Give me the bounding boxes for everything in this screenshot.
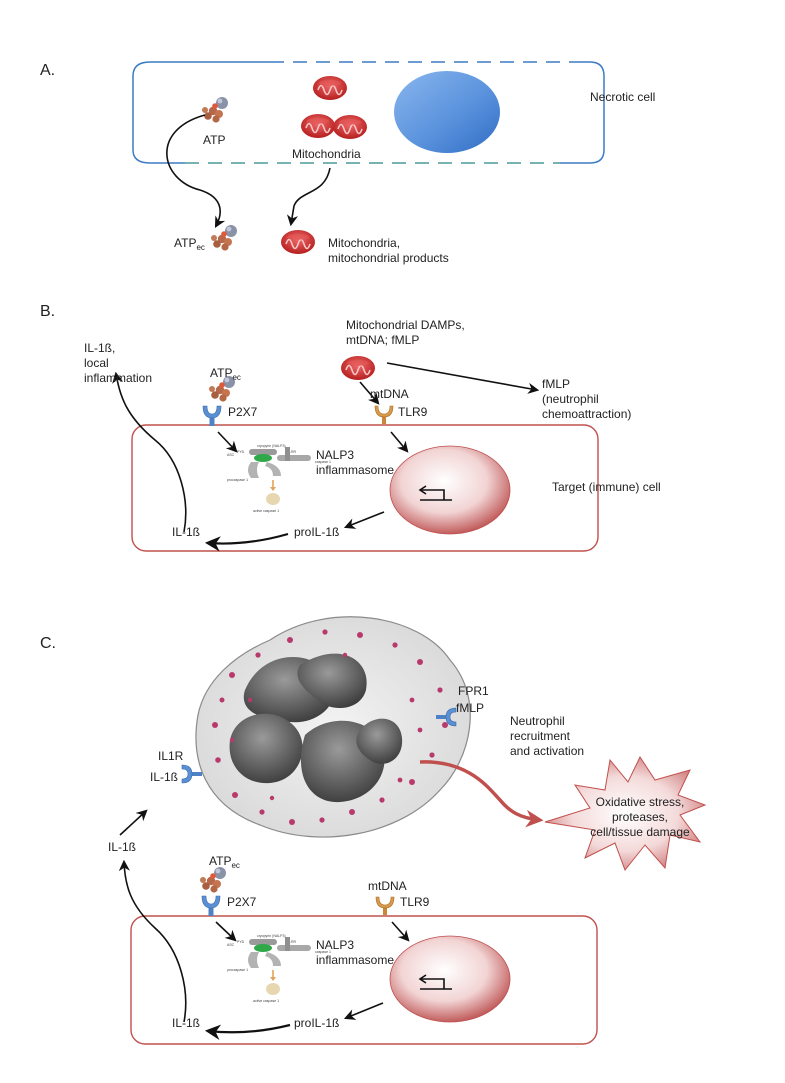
arrow-to-fmlp xyxy=(386,362,540,394)
atp-molecule-icon xyxy=(202,97,228,123)
neutrophil-illustration xyxy=(195,616,471,838)
fpr1-label: FPR1 xyxy=(458,684,489,698)
atp-ec-sub-c: ec xyxy=(231,861,240,870)
mitochondria-label: Mitochondria xyxy=(292,147,361,161)
arrow-to-mtdna xyxy=(359,381,380,405)
il1b-receptor-label: IL-1ß xyxy=(150,770,179,784)
necrotic-cell-label: Necrotic cell xyxy=(590,90,656,104)
p2x7-receptor-icon xyxy=(202,405,222,427)
nalp3-inflammasome-label-c: NALP3 inflammasome xyxy=(316,938,395,967)
atp-ec-label-b: ATPec xyxy=(210,366,241,385)
il1r-receptor-icon xyxy=(181,764,203,784)
atp-label: ATP xyxy=(203,133,226,147)
arrow-il1b-to-il1r xyxy=(119,809,148,836)
p2x7-label-c: P2X7 xyxy=(227,895,257,909)
tlr9-label-c: TLR9 xyxy=(400,895,430,909)
atp-ec-main-b: ATP xyxy=(210,366,233,380)
il1b-local-inflammation-label: IL-1ß, local inflammation xyxy=(84,341,153,385)
il1b-label-b: IL-1ß xyxy=(172,525,201,539)
atp-ec-main-c: ATP xyxy=(209,854,232,868)
arrow-tlr9-in xyxy=(390,431,409,453)
mtdna-label-c: mtDNA xyxy=(368,879,407,893)
target-nucleus-c xyxy=(389,935,511,1023)
proil1b-label-c: proIL-1ß xyxy=(294,1016,340,1030)
target-cell-c xyxy=(130,915,598,1045)
mtdna-label-b: mtDNA xyxy=(370,387,409,401)
atp-ec-sub-b: ec xyxy=(232,373,241,382)
proil1b-label-b: proIL-1ß xyxy=(294,525,340,539)
arrow-neutrophil-to-damage xyxy=(419,760,544,828)
arrow-tlr9-in-c xyxy=(391,921,410,942)
il1r-label: IL1R xyxy=(158,749,184,763)
mito-damps-label: Mitochondrial DAMPs, mtDNA; fMLP xyxy=(346,318,465,347)
panel-label-b: B. xyxy=(40,303,56,320)
target-nucleus-b xyxy=(389,445,511,535)
nalp3-inflammasome-label-b: NALP3 inflammasome xyxy=(316,448,395,477)
damage-label: Oxidative stress, proteases, cell/tissue… xyxy=(590,795,690,839)
arrow-atp-release xyxy=(166,114,226,228)
arrow-mito-release xyxy=(286,167,331,227)
p2x7-label: P2X7 xyxy=(228,405,258,419)
necrotic-nucleus xyxy=(394,71,500,153)
arrow-proil1b-to-il1b-c xyxy=(204,1023,291,1040)
arrow-p2x7-in xyxy=(217,431,238,453)
mitochondrial-damps-icon xyxy=(340,355,376,381)
mitochondria-released-icon xyxy=(280,229,316,255)
atp-ec-molecule-icon xyxy=(211,225,237,251)
mitochondria-cluster-icon xyxy=(300,75,368,140)
arrow-proil1b-to-il1b xyxy=(204,532,289,552)
necrotic-cell xyxy=(132,60,605,165)
target-cell-label: Target (immune) cell xyxy=(552,480,661,494)
panel-label-a: A. xyxy=(40,62,56,79)
arrow-nucleus-to-proil1b xyxy=(343,511,385,529)
arrow-il1b-out-b xyxy=(112,371,187,533)
il1b-label-c: IL-1ß xyxy=(172,1016,201,1030)
atp-ec-label-c: ATPec xyxy=(209,854,240,873)
mito-products-label: Mitochondria, mitochondrial products xyxy=(328,236,449,265)
atp-ec-sub: ec xyxy=(196,243,205,252)
tlr9-receptor-c-icon xyxy=(375,896,395,916)
arrow-il1b-out-c xyxy=(118,859,187,1023)
target-cell-b xyxy=(131,424,599,552)
atp-ec-main: ATP xyxy=(174,236,197,250)
damage-star xyxy=(544,755,707,872)
p2x7-receptor-c-icon xyxy=(201,895,221,917)
atp-ec-label-a: ATPec xyxy=(174,236,205,255)
tlr9-receptor-icon xyxy=(374,405,394,425)
tlr9-label-b: TLR9 xyxy=(398,405,428,419)
fmlp-chemoattraction-label: fMLP (neutrophil chemoattraction) xyxy=(542,377,632,421)
arrow-nucleus-to-proil1b-c xyxy=(343,1002,384,1020)
neutrophil-recruitment-label: Neutrophil recruitment and activation xyxy=(510,714,585,758)
fmlp-label-c: fMLP xyxy=(456,701,485,715)
panel-label-c: C. xyxy=(40,635,56,652)
arrow-p2x7-in-c xyxy=(215,921,237,942)
il1b-free-label: IL-1ß xyxy=(108,840,137,854)
